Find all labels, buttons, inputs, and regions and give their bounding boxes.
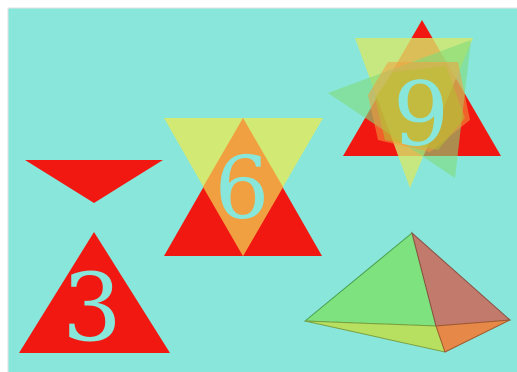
numeral-three: 3 — [62, 254, 122, 363]
numeral-nine: 9 — [393, 63, 449, 166]
numeral-six: 6 — [215, 139, 270, 239]
